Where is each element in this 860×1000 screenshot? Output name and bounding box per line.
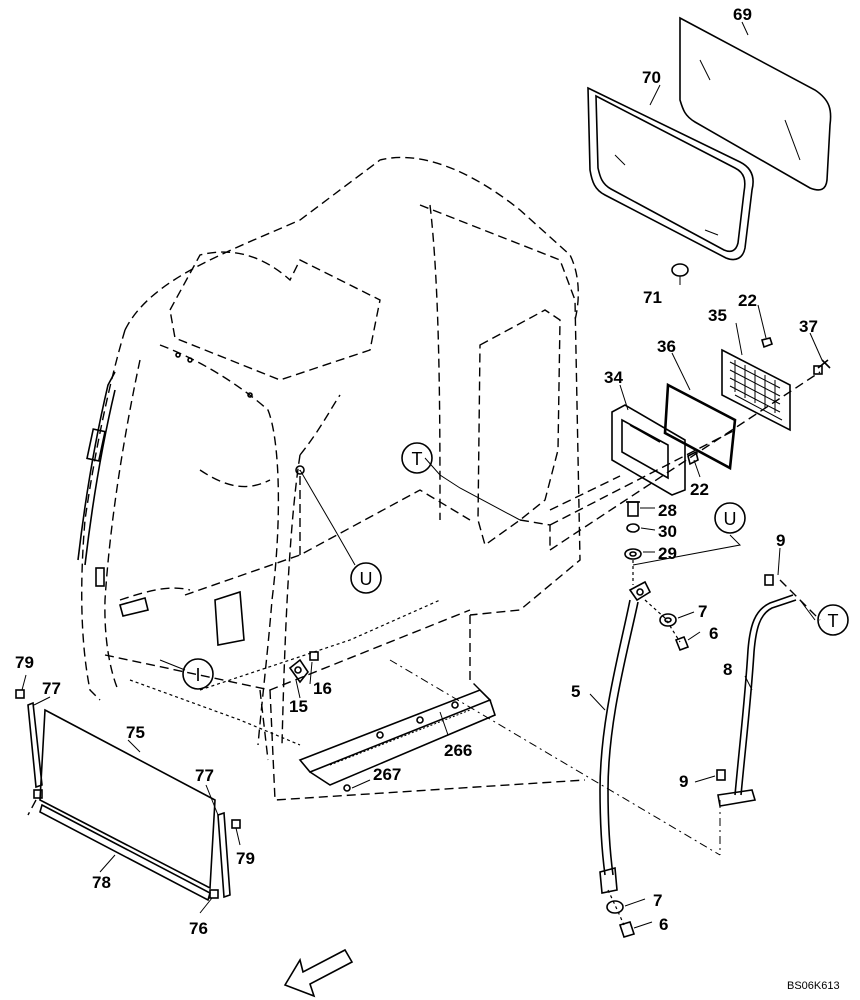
label-70: 70	[642, 68, 661, 87]
label-5: 5	[571, 682, 580, 701]
vent-housing-34	[611, 404, 686, 496]
label-9-bottom: 9	[679, 772, 688, 791]
label-9-top: 9	[776, 531, 785, 550]
label-76: 76	[189, 919, 208, 938]
ref-marker-t-bar: T	[817, 604, 849, 636]
bolt-stack	[624, 501, 642, 560]
grab-bar-5	[599, 580, 652, 894]
label-30: 30	[658, 522, 677, 541]
label-29: 29	[658, 544, 677, 563]
grab-bar-fasteners	[606, 599, 690, 938]
label-71: 71	[643, 288, 662, 307]
drawing-code: BS06K613	[787, 980, 840, 992]
gasket-36	[663, 382, 737, 471]
part-labels: 69 70 71 22 35 37 36 34 22 28 30 29 9 7 …	[15, 5, 818, 938]
vent-fasteners	[687, 337, 831, 466]
label-77-right: 77	[195, 766, 214, 785]
louver-35	[721, 348, 791, 432]
label-75: 75	[126, 723, 145, 742]
clips	[15, 689, 241, 899]
body-fittings	[119, 352, 305, 646]
ref-marker-u-bar: U	[714, 502, 746, 534]
seal-strip-78	[39, 803, 211, 902]
label-36: 36	[657, 337, 676, 356]
svg-text:T: T	[828, 611, 839, 631]
weatherstrip-70	[587, 86, 754, 261]
svg-text:T: T	[412, 449, 423, 469]
label-79-right: 79	[236, 849, 255, 868]
label-77-left: 77	[42, 679, 61, 698]
molding-strip-77-right	[217, 811, 231, 899]
label-7-bottom: 7	[653, 891, 662, 910]
svg-text:U: U	[360, 569, 373, 589]
label-22-top: 22	[738, 291, 757, 310]
rail-266	[298, 689, 496, 792]
bracket-15-bolt-16	[288, 651, 319, 684]
label-35: 35	[708, 306, 727, 325]
label-22-bottom: 22	[690, 480, 709, 499]
label-6-bottom: 6	[659, 915, 668, 934]
label-16: 16	[313, 679, 332, 698]
label-34: 34	[604, 368, 623, 387]
handrail-8	[716, 574, 797, 807]
ref-marker-i-main: I	[182, 658, 214, 690]
ref-marker-u-main: U	[350, 562, 382, 594]
label-6-top: 6	[709, 624, 718, 643]
svg-text:U: U	[724, 509, 737, 529]
molding-strip-77-left	[27, 701, 43, 789]
label-79-left: 79	[15, 653, 34, 672]
label-28: 28	[658, 501, 677, 520]
wiper-assembly	[77, 371, 116, 587]
ref-marker-t-main: T	[401, 442, 433, 474]
label-266: 266	[444, 741, 472, 760]
window-glass-69	[679, 16, 832, 191]
cab-frame	[81, 156, 586, 801]
label-267: 267	[373, 765, 401, 784]
label-78: 78	[92, 873, 111, 892]
label-8: 8	[723, 660, 732, 679]
label-69: 69	[733, 5, 752, 24]
label-37: 37	[799, 317, 818, 336]
reference-markers: T U U T I	[182, 442, 849, 690]
seal-71	[671, 263, 689, 277]
direction-arrow-icon	[283, 948, 354, 998]
leader-lines	[21, 21, 823, 929]
label-15: 15	[289, 697, 308, 716]
label-7-top: 7	[698, 602, 707, 621]
side-window-75	[39, 708, 216, 890]
svg-text:I: I	[195, 665, 200, 685]
